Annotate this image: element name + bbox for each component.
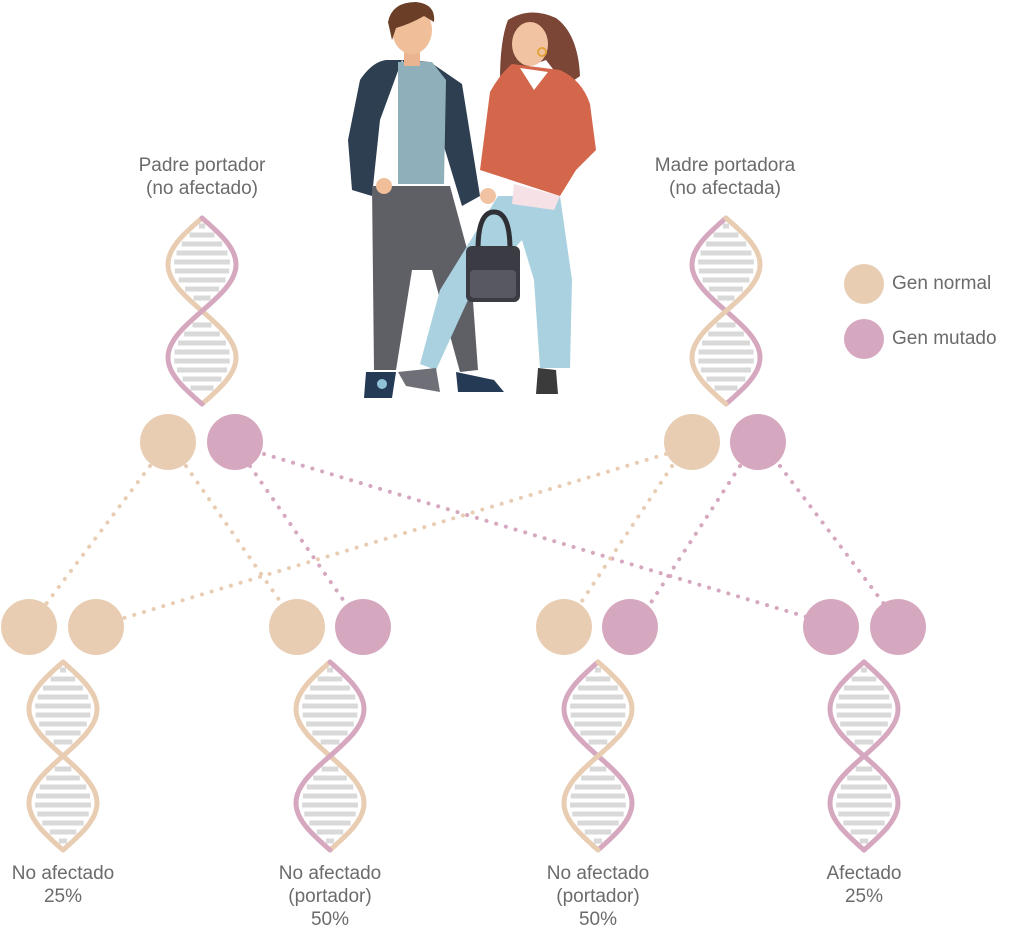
offspring-4-line2: 25% [844, 886, 884, 907]
offspring-label-4: Afectado 25% [796, 862, 932, 908]
couple-illustration [348, 2, 596, 398]
offspring-2-line3: 50% [310, 909, 350, 930]
mother-label-line2: (no afectada) [669, 178, 781, 199]
legend-normal: Gen normal [844, 264, 991, 304]
mother-gene-mutated [730, 414, 786, 470]
child2-gene-a [269, 599, 325, 655]
offspring-1-line1: No afectado [11, 863, 115, 884]
line-father-normal-to-child1 [44, 464, 152, 606]
handbag-icon [466, 209, 520, 302]
father-label: Padre portador (no afectado) [102, 154, 302, 200]
helix-strand-right [561, 659, 635, 853]
offspring-3-line1: No afectado [546, 863, 650, 884]
offspring-3-line2: (portador) [556, 886, 640, 907]
mother-gene-normal [664, 414, 720, 470]
offspring-1-line2: 25% [43, 886, 83, 907]
offspring-2-line1: No afectado [278, 863, 382, 884]
line-mother-mutated-to-child3 [648, 464, 742, 606]
helix-strand-right [689, 215, 763, 407]
line-mother-mutated-to-child4 [778, 464, 886, 606]
legend-mutated: Gen mutado [844, 319, 997, 359]
child4-gene-b [870, 599, 926, 655]
child3-gene-a [536, 599, 592, 655]
child4-gene-a [803, 599, 859, 655]
woman-figure [398, 12, 596, 394]
father-label-line1: Padre portador [138, 155, 266, 176]
helix-strand-right [26, 659, 100, 853]
line-mother-normal-to-child3 [578, 464, 674, 606]
legend-normal-label: Gen normal [892, 273, 992, 294]
offspring-2-dna-helix [293, 659, 367, 853]
mother-label-line1: Madre portadora [654, 155, 796, 176]
child2-gene-b [335, 599, 391, 655]
offspring-4-line1: Afectado [826, 863, 902, 884]
man-figure [348, 2, 504, 398]
offspring-4-dna-helix [827, 659, 901, 853]
gene-circles [1, 414, 926, 655]
offspring-3-dna-helix [561, 659, 635, 853]
line-mother-normal-to-child1 [122, 452, 668, 620]
dna-helices [26, 215, 901, 853]
legend-mutated-label: Gen mutado [892, 328, 997, 349]
helix-strand-right [827, 659, 901, 853]
offspring-label-2: No afectado (portador) 50% [262, 862, 398, 931]
helix-strand-right [293, 659, 367, 853]
inheritance-lines [44, 452, 886, 620]
line-father-mutated-to-child4 [262, 452, 812, 620]
father-dna-helix [165, 215, 239, 407]
legend-normal-swatch [844, 264, 884, 304]
legend-mutated-swatch [844, 319, 884, 359]
mother-dna-helix [689, 215, 763, 407]
child1-gene-b [68, 599, 124, 655]
line-father-mutated-to-child2 [248, 464, 348, 606]
offspring-3-line3: 50% [578, 909, 618, 930]
helix-strand-right [165, 215, 239, 407]
father-gene-normal [140, 414, 196, 470]
father-gene-mutated [207, 414, 263, 470]
father-label-line2: (no afectado) [146, 178, 258, 199]
mother-label: Madre portadora (no afectada) [624, 154, 826, 200]
offspring-label-1: No afectado 25% [0, 862, 130, 908]
child3-gene-b [602, 599, 658, 655]
line-father-normal-to-child2 [184, 464, 284, 606]
offspring-2-line2: (portador) [288, 886, 372, 907]
offspring-label-3: No afectado (portador) 50% [530, 862, 666, 931]
child1-gene-a [1, 599, 57, 655]
offspring-1-dna-helix [26, 659, 100, 853]
